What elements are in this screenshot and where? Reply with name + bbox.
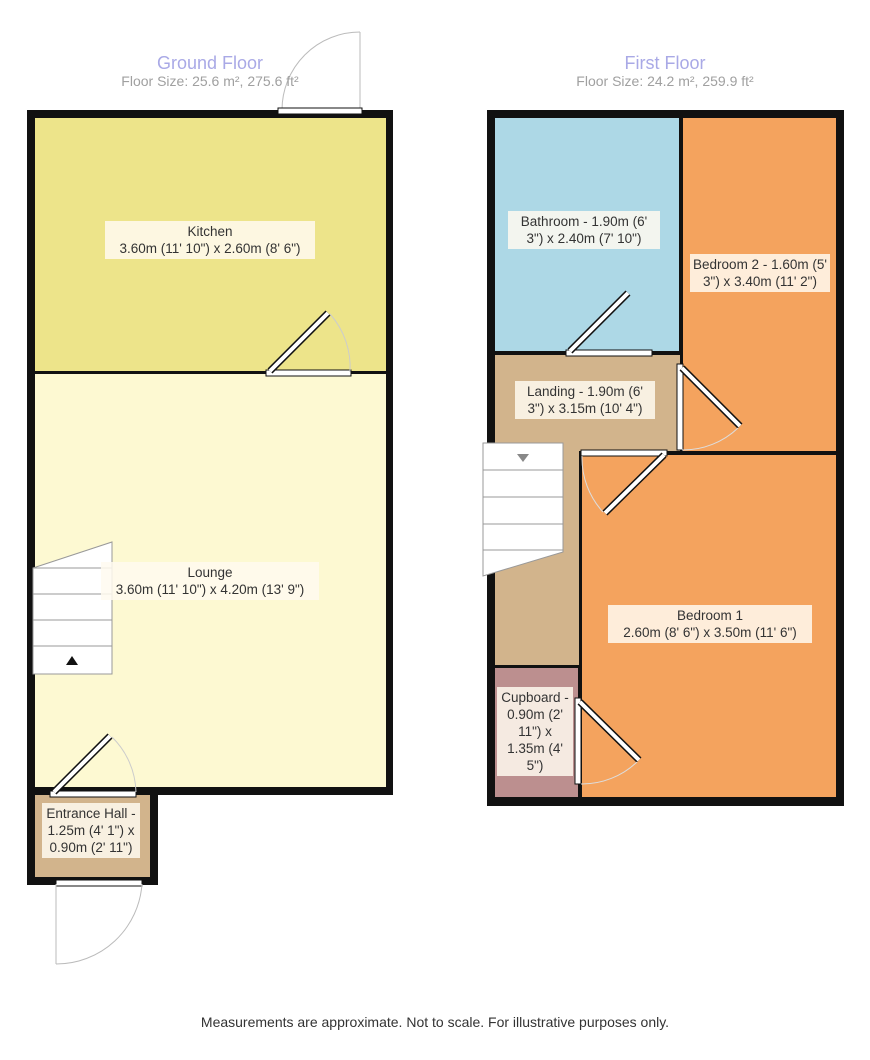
door-front <box>277 107 363 115</box>
door-bedroom-1 <box>580 449 668 457</box>
label-lounge: Lounge 3.60m (11' 10") x 4.20m (13' 9") <box>101 562 319 600</box>
room-landing <box>495 355 680 665</box>
stairs-ground <box>32 541 113 675</box>
room-name: Bedroom 2 <box>693 257 760 272</box>
first-floor-title: First Floor <box>624 53 706 73</box>
label-bathroom: Bathroom - 1.90m (6' 3") x 2.40m (7' 10"… <box>508 211 660 249</box>
stairs-up-arrow-icon <box>66 656 78 665</box>
door-entrance <box>55 879 143 887</box>
door-bathroom <box>565 349 653 357</box>
door-lounge <box>49 790 137 798</box>
ground-floor-size: Floor Size: 25.6 m², 275.6 ft² <box>121 73 299 89</box>
stairs-first <box>482 442 564 577</box>
first-floor-size: Floor Size: 24.2 m², 259.9 ft² <box>576 73 754 89</box>
label-kitchen: Kitchen 3.60m (11' 10") x 2.60m (8' 6") <box>105 221 315 259</box>
stairs-down-arrow-icon <box>517 454 529 462</box>
room-dims: - 1.90m (6' 3") x 3.15m (10' 4") <box>527 384 643 416</box>
label-bedroom-1: Bedroom 1 2.60m (8' 6") x 3.50m (11' 6") <box>608 605 812 643</box>
label-landing: Landing - 1.90m (6' 3") x 3.15m (10' 4") <box>515 381 655 419</box>
room-dims: 3.60m (11' 10") x 2.60m (8' 6") <box>119 241 301 256</box>
label-entrance-hall: Entrance Hall - 1.25m (4' 1") x 0.90m (2… <box>42 803 140 858</box>
room-dims: - 1.60m (5' 3") x 3.40m (11' 2") <box>703 257 827 289</box>
room-name: Kitchen <box>187 224 233 239</box>
room-dims: 3.60m (11' 10") x 4.20m (13' 9") <box>115 582 305 597</box>
disclaimer: Measurements are approximate. Not to sca… <box>200 1014 670 1030</box>
room-name: Entrance Hall <box>46 806 128 821</box>
door-bedroom-2 <box>676 363 684 451</box>
room-dims: 2.60m (8' 6") x 3.50m (11' 6") <box>623 625 797 640</box>
room-name: Landing <box>527 384 576 399</box>
room-name: Cupboard <box>501 690 561 705</box>
room-name: Bathroom <box>520 214 580 229</box>
label-cupboard: Cupboard - 0.90m (2' 11") x 1.35m (4' 5"… <box>497 687 573 776</box>
room-dims: - 1.25m (4' 1") x 0.90m (2' 11") <box>47 806 136 855</box>
label-bedroom-2: Bedroom 2 - 1.60m (5' 3") x 3.40m (11' 2… <box>690 254 830 292</box>
room-name: Lounge <box>187 565 233 580</box>
room-dims: - 0.90m (2' 11") x 1.35m (4' 5") <box>507 690 569 773</box>
room-dims: - 1.90m (6' 3") x 2.40m (7' 10") <box>526 214 648 246</box>
ground-floor-title: Ground Floor <box>156 53 264 73</box>
front-door-swing <box>281 31 361 111</box>
room-name: Bedroom 1 <box>676 608 744 623</box>
door-kitchen <box>265 369 352 377</box>
door-cupboard <box>574 697 582 785</box>
